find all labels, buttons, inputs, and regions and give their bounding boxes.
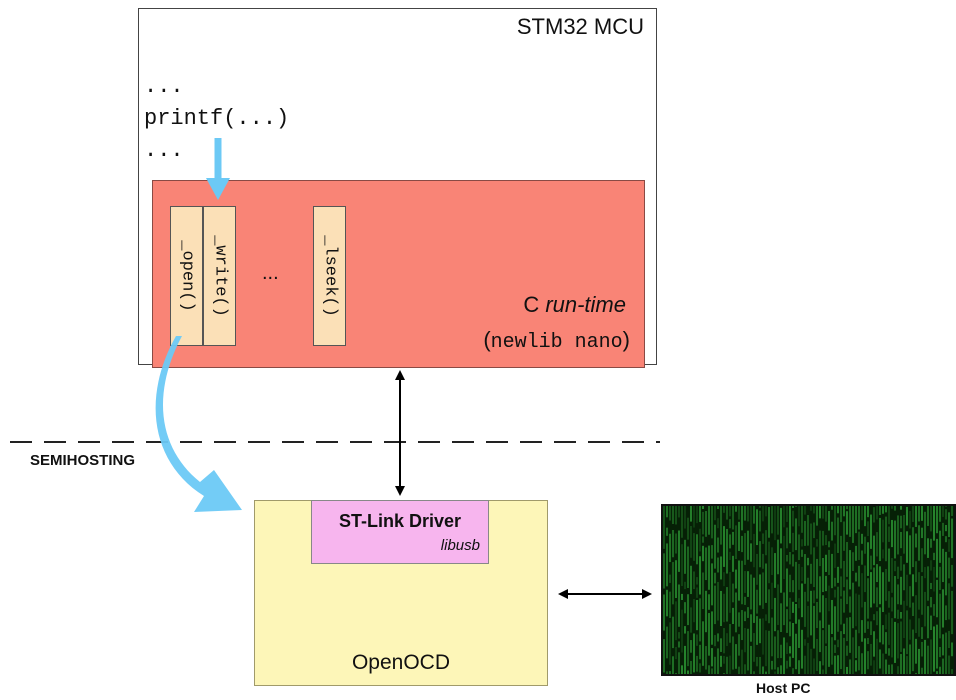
openocd-label: OpenOCD xyxy=(351,651,451,674)
host-pc-label: Host PC xyxy=(756,680,811,696)
syscall-write: _write() xyxy=(203,206,236,346)
stlink-driver-box: ST-Link Driver libusb xyxy=(311,500,489,564)
syscall-ellipsis: ... xyxy=(262,262,279,284)
semihosting-label: SEMIHOSTING xyxy=(30,452,136,469)
runtime-subtitle: (newlib nano) xyxy=(483,327,630,354)
matrix-screen-image xyxy=(663,506,954,674)
syscall-open: _open() xyxy=(170,206,203,346)
code-line-printf: printf(...) xyxy=(144,106,290,131)
runtime-subtitle-close: ) xyxy=(622,327,630,352)
stlink-driver-title: ST-Link Driver xyxy=(338,511,462,531)
host-pc-screen xyxy=(661,504,956,676)
runtime-subtitle-mono: newlib nano xyxy=(490,331,623,354)
code-line-ellipsis-top: ... xyxy=(144,74,184,99)
mcu-title: STM32 MCU xyxy=(516,14,644,39)
printf-arrow-head xyxy=(206,178,230,200)
runtime-title-prefix: C xyxy=(523,292,546,317)
syscall-lseek: _lseek() xyxy=(313,206,346,346)
code-line-ellipsis-bottom: ... xyxy=(144,138,184,163)
runtime-title-italic: run-time xyxy=(545,292,626,317)
runtime-title: C run-time xyxy=(523,292,626,318)
semihosting-curved-arrow xyxy=(155,336,242,512)
stlink-driver-sub: libusb xyxy=(440,537,480,554)
runtime-subtitle-open: ( xyxy=(483,327,491,352)
